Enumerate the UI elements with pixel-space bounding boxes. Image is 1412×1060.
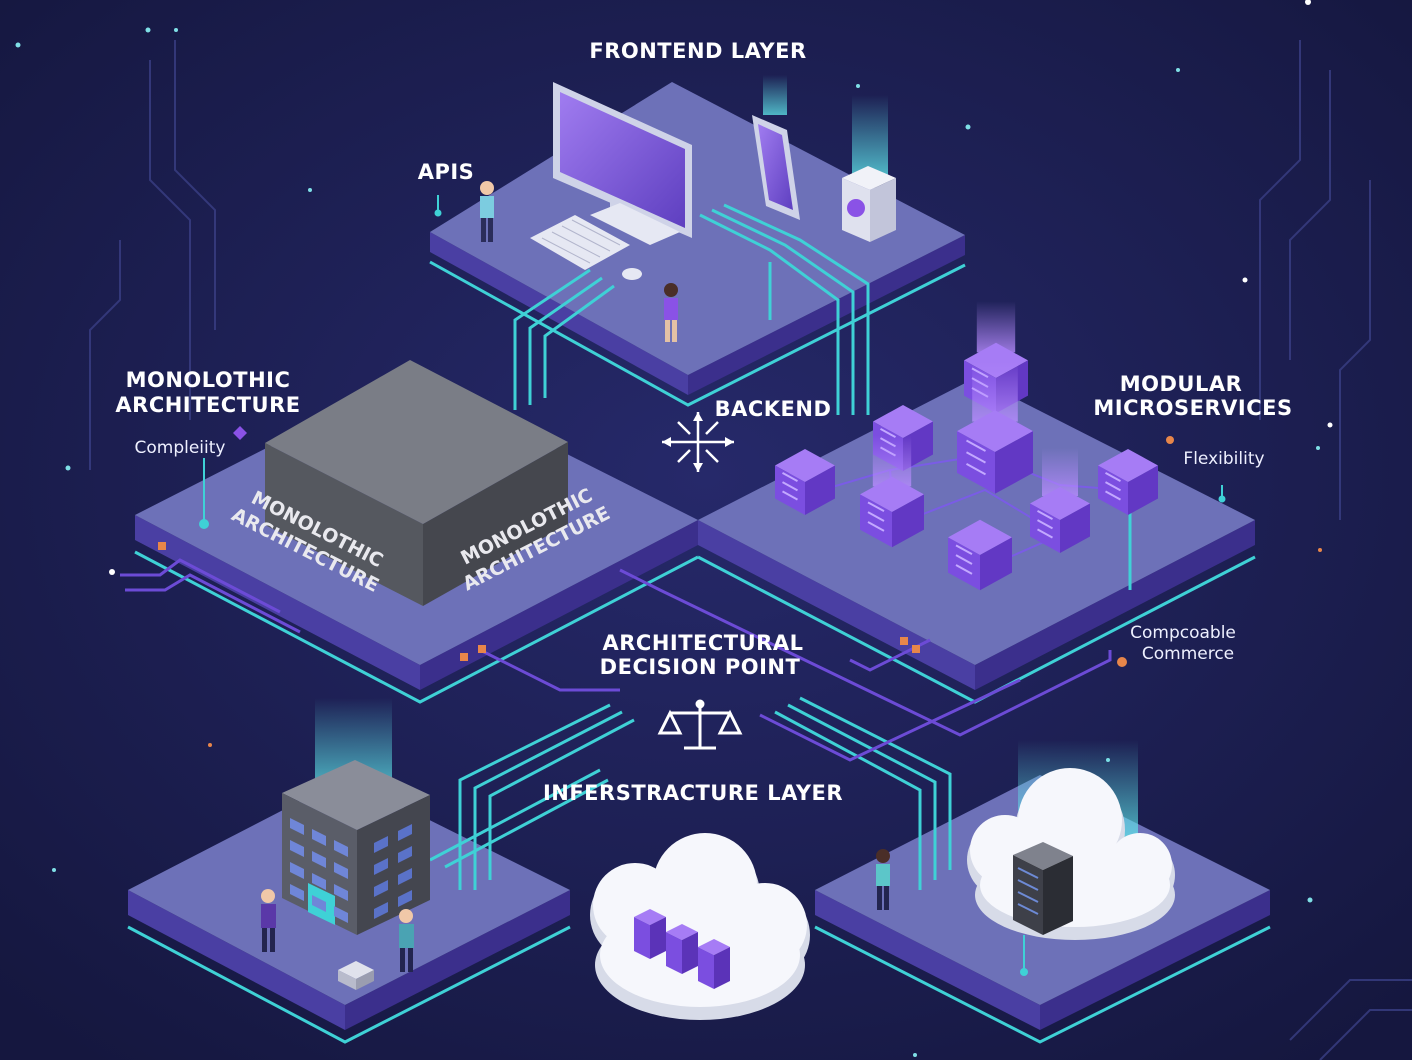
building-window	[334, 906, 348, 923]
person-icon	[399, 909, 414, 972]
microservice-cubes	[775, 301, 1158, 591]
microservice-cube-icon	[1098, 449, 1158, 515]
building-window	[290, 862, 304, 879]
modular-title-line2: MICROSERVICES	[1093, 396, 1292, 420]
microservices-platform	[697, 378, 1256, 704]
keyboard-icon	[530, 215, 630, 270]
building-window	[334, 862, 348, 879]
accent-diamond	[233, 426, 247, 440]
building-window	[334, 840, 348, 857]
microservice-cube-icon	[775, 449, 835, 515]
person-icon	[261, 889, 276, 952]
device-icon	[842, 95, 896, 242]
tablet-icon	[752, 75, 800, 220]
apis-label: APIS	[418, 160, 475, 184]
apis-marker-node	[434, 209, 442, 217]
flexibility-label: Flexibility	[1183, 449, 1264, 469]
frontend-layer-label: FRONTEND LAYER	[589, 39, 806, 63]
modular-title-line1: MODULAR	[1120, 372, 1243, 396]
building-window	[290, 884, 304, 901]
server-rack-icon	[698, 939, 730, 989]
decision-point-line2: DECISION POINT	[600, 655, 801, 679]
flexibility-marker-node	[1218, 495, 1226, 503]
infrastructure-layer-label: INFERSTRACTURE LAYER	[543, 781, 843, 805]
complexity-marker-node	[199, 519, 209, 529]
building-window	[398, 890, 412, 907]
background-stars	[15, 0, 1333, 1057]
building-window	[334, 884, 348, 901]
person-icon	[664, 283, 678, 342]
building-window	[374, 858, 388, 875]
desktop-monitor-icon	[553, 82, 692, 245]
purple-data-traces	[120, 558, 1112, 762]
building-window	[312, 895, 326, 912]
orange-connectors	[158, 436, 1174, 667]
microservice-cube-icon	[957, 360, 1033, 494]
composable-line2: Commerce	[1142, 644, 1234, 664]
rack-signal-node	[1020, 968, 1028, 976]
monolithic-title-line1: MONOLOTHIC	[126, 368, 291, 392]
cyan-data-traces	[429, 203, 1132, 890]
complexity-label: Compleiity	[135, 438, 226, 458]
building-window	[398, 846, 412, 863]
building-window	[398, 868, 412, 885]
background-circuit-traces	[89, 40, 1412, 1060]
building-window	[312, 873, 326, 890]
building-windows	[290, 818, 412, 923]
arrows-expand-icon	[662, 412, 734, 472]
microservice-cube-icon	[860, 435, 924, 548]
microservice-cube-icon	[1030, 448, 1090, 553]
server-rack-icon	[634, 909, 666, 959]
building-window	[374, 836, 388, 853]
microservice-cube-icon	[948, 519, 1012, 591]
server-rack-icon	[666, 924, 698, 974]
server-rack-icon	[1013, 842, 1073, 935]
router-icon	[338, 961, 374, 990]
backend-label: BACKEND	[715, 397, 832, 421]
person-icon	[876, 849, 890, 910]
composable-line1: Compcoable	[1130, 623, 1236, 643]
building-window	[290, 840, 304, 857]
building-window	[290, 818, 304, 835]
building-window	[374, 880, 388, 897]
person-icon	[480, 181, 494, 242]
building-window	[312, 829, 326, 846]
building-window	[312, 851, 326, 868]
balance-scale-icon	[657, 699, 743, 750]
monolith-block	[265, 360, 568, 606]
building-window	[374, 902, 388, 919]
cloud-server-icon	[590, 833, 810, 1020]
building-window	[398, 824, 412, 841]
monolithic-title-line2: ARCHITECTURE	[115, 393, 300, 417]
mouse-icon	[622, 268, 642, 280]
decision-point-line1: ARCHITECTURAL	[603, 631, 804, 655]
